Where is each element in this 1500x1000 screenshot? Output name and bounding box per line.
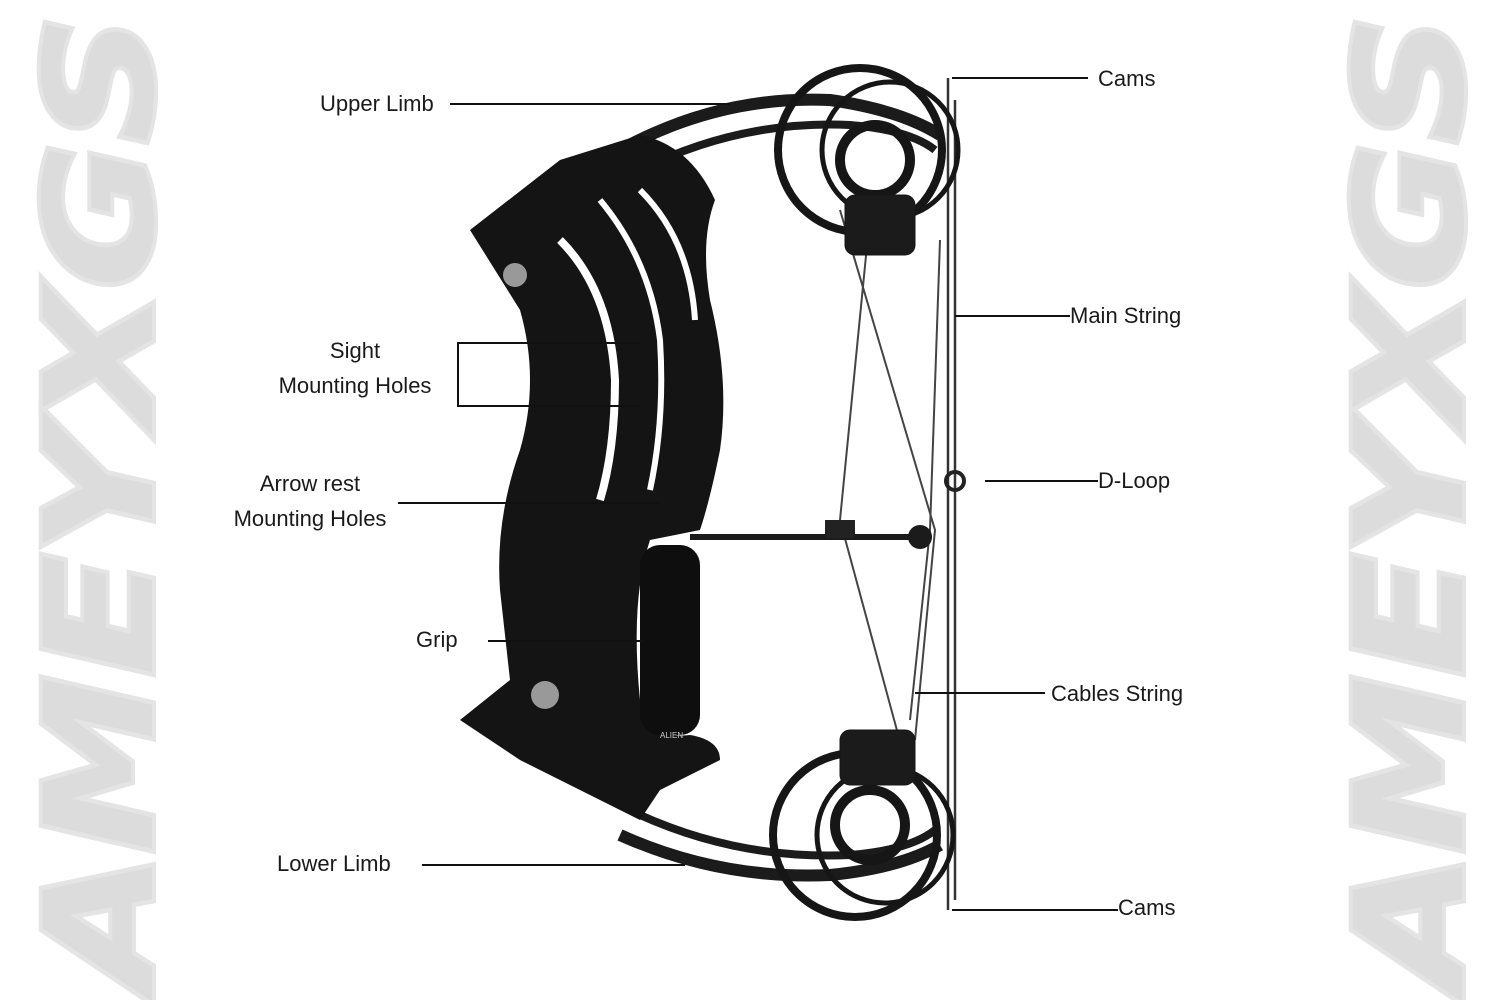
label-line: Mounting Holes: [278, 373, 432, 398]
lower-limb: [617, 811, 943, 882]
label-lower-limb: Lower Limb: [277, 851, 391, 876]
watermark-text: AMEYXGS: [1324, 15, 1498, 1000]
arrow-rest-rod: [690, 520, 932, 549]
label-cams-top: Cams: [1098, 66, 1156, 91]
watermark-text: AMEYXGS: [14, 15, 188, 1000]
label-upper-limb: Upper Limb: [320, 91, 434, 116]
bottom-cam: [769, 729, 956, 921]
callout-lines: [398, 77, 1118, 911]
cables-string: [838, 209, 941, 761]
label-d-loop: D-Loop: [1098, 468, 1171, 493]
main-string: [946, 78, 957, 910]
watermark-left: AMEYXGS: [10, 11, 192, 1000]
label-sight-mounting-holes: Sight Mounting Holes: [255, 333, 455, 403]
label-main-string: Main String: [1070, 303, 1182, 328]
label-arrow-rest-mounting-holes: Arrow rest Mounting Holes: [210, 466, 410, 536]
label-line: Arrow rest: [259, 471, 361, 496]
label-line: Sight: [329, 338, 381, 363]
grip-logo: ALIEN: [660, 731, 683, 740]
label-cams-bottom: Cams: [1118, 895, 1176, 920]
label-grip: Grip: [416, 627, 458, 652]
top-cam: [774, 64, 961, 256]
d-loop: [944, 470, 966, 492]
label-line: Mounting Holes: [233, 506, 387, 531]
riser: [460, 135, 724, 820]
watermark-right: AMEYXGS: [1320, 11, 1500, 1000]
label-cables-string: Cables String: [1051, 681, 1184, 706]
